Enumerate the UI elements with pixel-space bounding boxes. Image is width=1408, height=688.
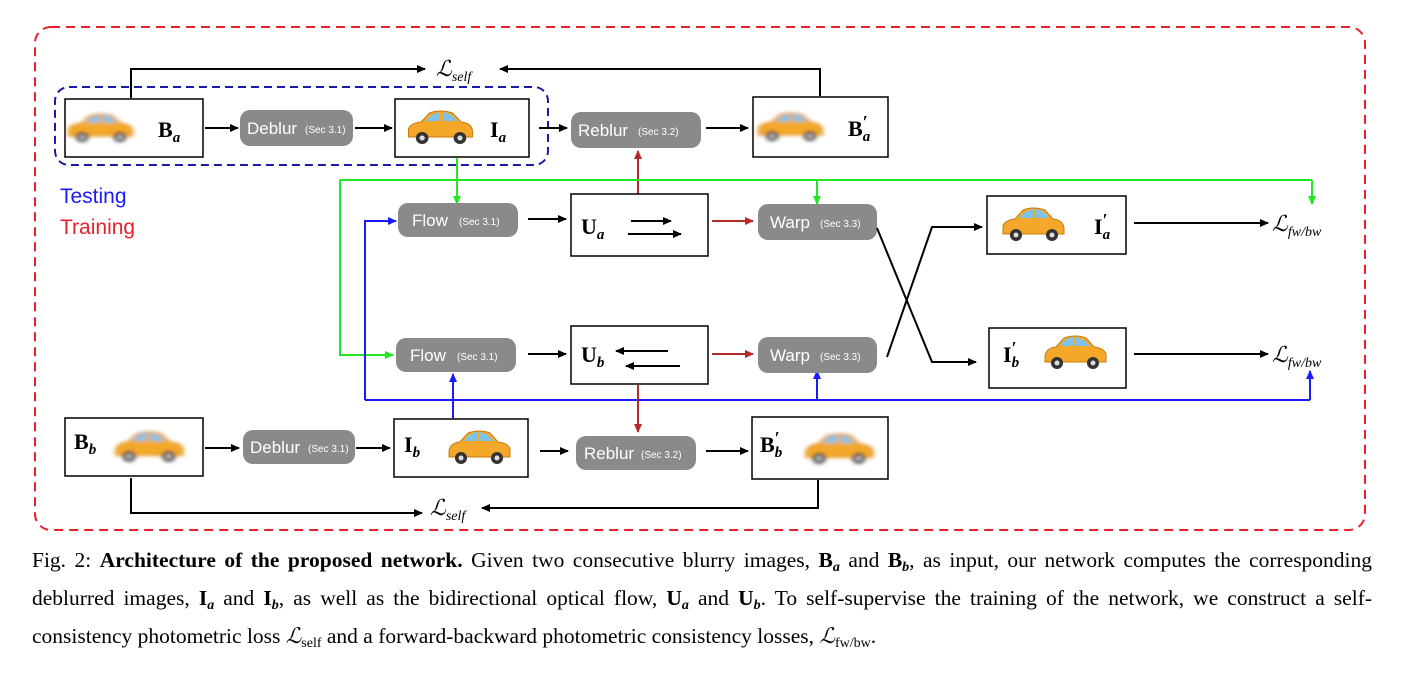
pill-warp-b: Warp (Sec 3.3) <box>758 337 877 373</box>
svg-text:I′b: I′b <box>1003 338 1020 371</box>
node-B'b: B′b <box>751 416 889 480</box>
cross-warpA-to-I'b <box>876 227 977 366</box>
node-B'a: B′a <box>752 96 889 158</box>
training-region-border <box>34 26 1366 531</box>
node-Bb: Bb <box>64 417 204 477</box>
caption-Ib: Ib <box>263 586 279 613</box>
blue-arrow-flowA <box>364 217 397 400</box>
caption-text-3: , as input, our network computes the cor… <box>32 548 1373 610</box>
node-I'a: I′a <box>986 195 1127 255</box>
svg-text:(Sec 3.1): (Sec 3.1) <box>459 217 500 228</box>
svg-text:Deblur: Deblur <box>247 119 297 138</box>
legend-training: Training <box>60 216 135 239</box>
pill-flow-b: Flow (Sec 3.1) <box>396 338 516 372</box>
node-Ba: Ba <box>64 98 204 158</box>
svg-text:Ib: Ib <box>404 432 421 461</box>
svg-text:(Sec 3.2): (Sec 3.2) <box>638 127 679 138</box>
loss-self-bottom: ℒself <box>430 495 467 524</box>
caption-text-2: and <box>848 548 880 572</box>
caption-text-5: , as well as the bidirectional optical f… <box>278 586 658 610</box>
arrow-Bb-to-lself-bottom <box>130 478 423 517</box>
svg-text:Bb: Bb <box>74 429 97 458</box>
loss-self-top: ℒself <box>436 56 473 85</box>
loss-fwbw-b: ℒfw/bw <box>1272 342 1322 371</box>
svg-text:Deblur: Deblur <box>250 438 300 457</box>
svg-text:B′a: B′a <box>848 112 871 145</box>
legend-testing: Testing <box>60 185 127 208</box>
caption-Bb: Bb <box>887 548 910 575</box>
svg-text:(Sec 3.3): (Sec 3.3) <box>820 352 861 363</box>
caption-Ua: Ua <box>666 586 689 613</box>
arrow-B'a-to-lself-top <box>499 65 821 96</box>
svg-text:Flow: Flow <box>412 211 449 230</box>
node-Ib: Ib <box>393 418 529 478</box>
caption-Ub: Ub <box>738 586 761 613</box>
svg-text:Warp: Warp <box>770 346 810 365</box>
caption-loss-fwbw: ℒfw/bw <box>819 624 871 651</box>
figure-caption: Fig. 2: Architecture of the proposed net… <box>32 545 1372 659</box>
caption-Ia: Ia <box>198 586 215 613</box>
node-I'b: I′b <box>988 327 1127 389</box>
testing-region-border <box>54 86 549 166</box>
pill-reblur-a: Reblur (Sec 3.2) <box>571 112 701 148</box>
svg-text:(Sec 3.1): (Sec 3.1) <box>305 125 346 136</box>
pill-flow-a: Flow (Sec 3.1) <box>398 203 518 237</box>
cross-warpB-to-I'a <box>886 223 983 358</box>
caption-text-1: Given two consecutive blurry images, <box>471 548 811 572</box>
caption-text-7: . To self-supervise the training of the … <box>32 586 1373 648</box>
svg-text:Ia: Ia <box>490 117 507 146</box>
svg-text:B′b: B′b <box>760 428 783 461</box>
svg-text:Ua: Ua <box>581 214 605 243</box>
loss-fwbw-a: ℒfw/bw <box>1272 211 1322 240</box>
svg-text:Reblur: Reblur <box>578 121 628 140</box>
arrow-B'b-to-lself-bottom <box>481 480 819 512</box>
caption-text-8: and a forward-backward photometric consi… <box>326 624 815 648</box>
pill-reblur-b: Reblur (Sec 3.2) <box>576 436 696 470</box>
svg-text:Ba: Ba <box>158 117 181 146</box>
caption-fig-label: Fig. 2: <box>32 548 92 572</box>
svg-text:Warp: Warp <box>770 213 810 232</box>
svg-text:(Sec 3.3): (Sec 3.3) <box>820 219 861 230</box>
node-Ia: Ia <box>394 98 530 158</box>
node-Ub: Ub <box>570 325 709 385</box>
svg-text:(Sec 3.2): (Sec 3.2) <box>641 450 682 461</box>
svg-text:I′a: I′a <box>1094 210 1111 243</box>
svg-text:Flow: Flow <box>410 346 447 365</box>
architecture-diagram: Testing Training Ba Deblur (Sec 3.1) Ia … <box>34 26 1366 531</box>
caption-text-9: . <box>870 624 877 648</box>
pill-warp-a: Warp (Sec 3.3) <box>758 204 877 240</box>
arrow-Ba-to-lself-top <box>130 65 426 98</box>
svg-text:(Sec 3.1): (Sec 3.1) <box>308 444 349 455</box>
green-arrow-flowB <box>339 180 394 359</box>
svg-text:Reblur: Reblur <box>584 444 634 463</box>
caption-text-4: and <box>223 586 255 610</box>
svg-text:Ub: Ub <box>581 342 605 371</box>
svg-text:(Sec 3.1): (Sec 3.1) <box>457 352 498 363</box>
pill-deblur-b: Deblur (Sec 3.1) <box>243 430 355 464</box>
caption-loss-self: ℒself <box>285 624 322 651</box>
caption-text-6: and <box>698 586 730 610</box>
caption-title: Architecture of the proposed network. <box>99 548 463 572</box>
pill-deblur-a: Deblur (Sec 3.1) <box>240 110 353 146</box>
node-Ua: Ua <box>570 193 709 257</box>
caption-Ba: Ba <box>818 548 840 575</box>
